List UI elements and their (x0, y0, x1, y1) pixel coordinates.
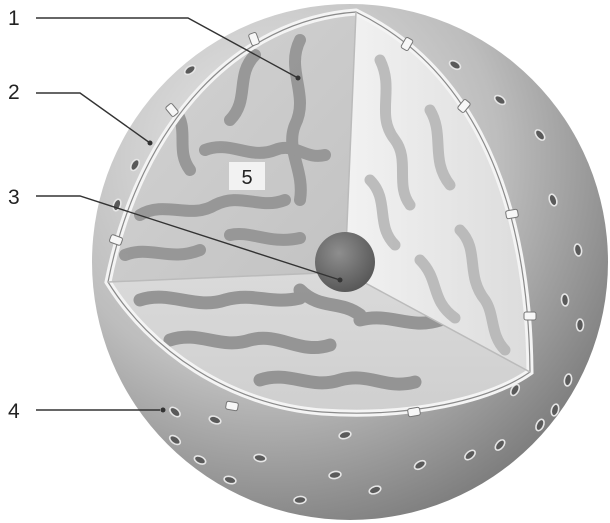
callout-number-2: 2 (8, 81, 20, 104)
nuclear-pore (294, 496, 307, 504)
nuclear-pore (561, 294, 569, 307)
callout-marker-3 (338, 278, 343, 283)
callout-number-3: 3 (8, 186, 20, 209)
callout-marker-2 (148, 141, 153, 146)
callout-marker-1 (296, 76, 301, 81)
callout-marker-4 (161, 408, 166, 413)
callout-number-4: 4 (8, 400, 20, 423)
nuclear-pore (577, 319, 584, 331)
nucleolus (315, 232, 375, 292)
callout-number-1: 1 (8, 7, 20, 30)
region-label-5: 5 (241, 167, 252, 189)
